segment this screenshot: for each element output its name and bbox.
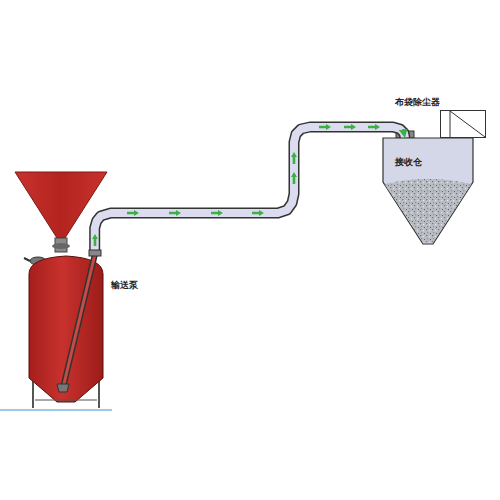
- filter-divider: [450, 111, 451, 137]
- node-label: 布袋除尘器: [395, 97, 440, 108]
- receiving-bin: 接收仓: [383, 138, 473, 245]
- flow-arrow: [368, 124, 380, 130]
- filter-bag: [450, 111, 485, 137]
- filter-housing: [441, 111, 486, 138]
- flow-arrow: [127, 210, 139, 216]
- valve-handle: [24, 258, 30, 261]
- valve-flange: [52, 243, 70, 249]
- bulk-material: [385, 179, 472, 243]
- flow-arrow: [291, 172, 297, 184]
- flow-arrow: [169, 210, 181, 216]
- inner-tube: [63, 254, 95, 388]
- flow-arrows: [92, 124, 380, 246]
- inner-tube-core: [63, 254, 95, 388]
- pipe-wall: [95, 127, 405, 250]
- pipe-bore: [95, 127, 405, 250]
- conveying-pump: 输送泵: [25, 250, 107, 410]
- pump-outline: [25, 250, 107, 410]
- bin-outline: [383, 138, 473, 245]
- bag-filter: 布袋除尘器: [440, 110, 486, 138]
- flow-arrow: [344, 124, 356, 130]
- tube-nozzle: [57, 384, 69, 392]
- flow-arrow: [319, 124, 331, 130]
- leg-brace: [35, 400, 97, 401]
- bin-body: [383, 138, 473, 244]
- outlet-flange: [89, 250, 101, 256]
- conveying-pipe: [95, 127, 405, 250]
- flow-arrow: [92, 234, 98, 246]
- ground-line: [0, 409, 112, 411]
- node-label: 接收仓: [395, 157, 422, 168]
- flow-arrow: [211, 210, 223, 216]
- filter-outline: [440, 110, 486, 138]
- flow-arrow: [291, 152, 297, 164]
- flow-arrow: [252, 210, 264, 216]
- node-label: 输送泵: [111, 280, 138, 291]
